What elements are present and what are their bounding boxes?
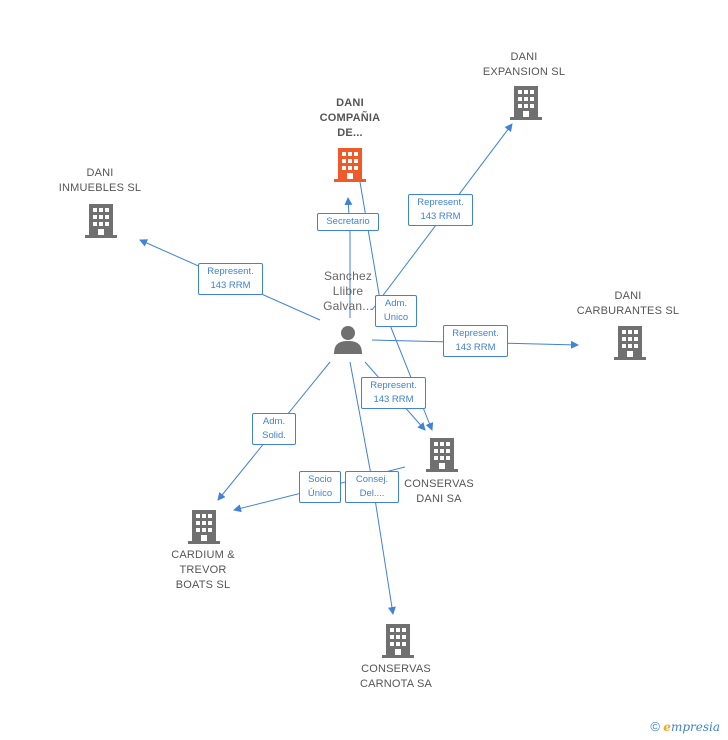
node-label-conservas-dani[interactable]: CONSERVAS DANI SA [404,478,474,505]
building-icon[interactable] [614,324,646,360]
building-icon[interactable] [510,84,542,120]
node-label-dani-compania[interactable]: DANI COMPAÑIA DE... [319,97,381,139]
edge-secretario [344,197,353,318]
node-label-dani-inmuebles[interactable]: DANI INMUEBLES SL [58,167,142,194]
building-icon[interactable] [85,202,117,238]
building-icon[interactable] [188,508,220,544]
edge-label-conservas-rep[interactable]: Represent. 143 RRM [361,377,426,409]
person-icon[interactable] [333,325,363,355]
edge-label-consej[interactable]: Consej. Del.... [345,471,399,503]
node-label-conservas-carnota[interactable]: CONSERVAS CARNOTA SA [359,663,433,690]
edge-label-adm-unico[interactable]: Adm. Unico [375,295,417,327]
node-label-person[interactable]: Sanchez Llibre Galvan... [323,269,373,313]
node-label-dani-expansion[interactable]: DANI EXPANSION SL [482,51,566,78]
building-icon[interactable] [382,622,414,658]
edge-label-expansion[interactable]: Represent. 143 RRM [408,194,473,226]
node-label-dani-carburantes[interactable]: DANI CARBURANTES SL [576,290,680,317]
footer-brand: © empresia [650,719,720,734]
brand-logo-text: mpresia [670,720,720,734]
node-label-cardium[interactable]: CARDIUM & TREVOR BOATS SL [171,549,235,591]
brand-logo-e: e [663,720,671,734]
building-icon[interactable] [426,436,458,472]
edge-label-adm-solid[interactable]: Adm. Solid. [252,413,296,445]
edge-label-socio-unico[interactable]: Socio Único [299,471,341,503]
edge-label-carburantes[interactable]: Represent. 143 RRM [443,325,508,357]
building-icon[interactable] [334,146,366,182]
edge-label-inmuebles[interactable]: Represent. 143 RRM [198,263,263,295]
edge-label-secretario[interactable]: Secretario [317,213,379,231]
copyright-icon: © [650,719,660,734]
